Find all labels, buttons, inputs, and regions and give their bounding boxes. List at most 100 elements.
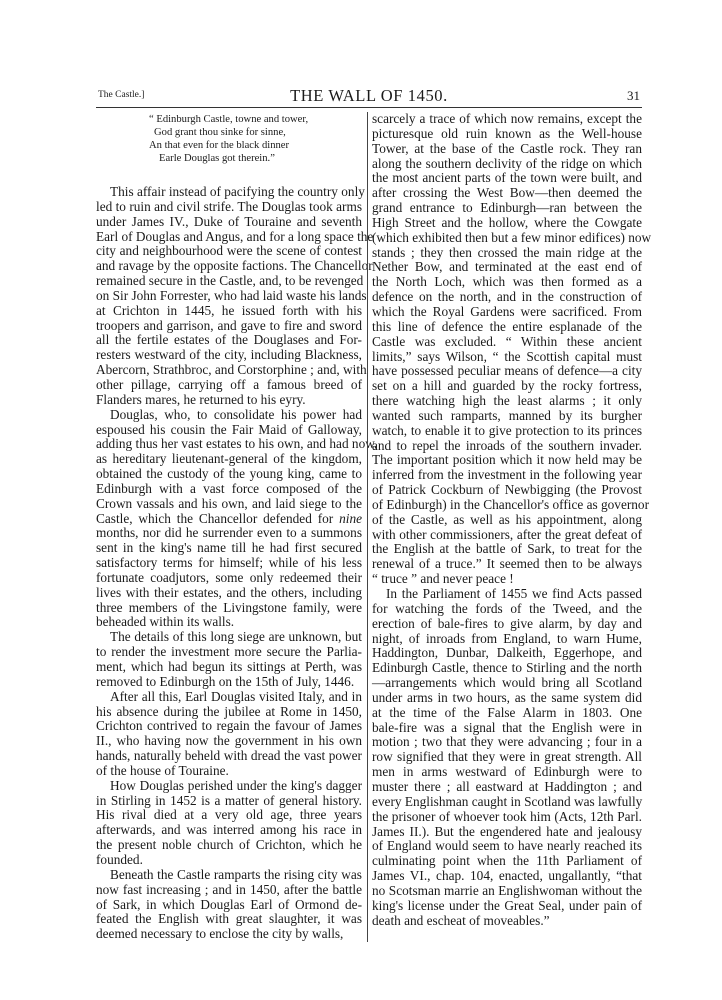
text-line: deemed necessary to enclose the city by … [96,926,344,942]
text-line: limits,” says Wilson, “ the Scottish cap… [372,348,642,364]
text-line: at the time of the False Alarm in 1803. … [372,704,642,720]
text-line: which the Royal Gardens were sacrificed.… [372,303,642,319]
verse-line: Earle Douglas got therein.” [159,153,275,164]
text-line: II., who having now the government in hi… [96,733,362,749]
text-line: Abercorn, Strathbroc, and Corstorphine ;… [96,362,367,378]
text-line: of Edinburgh) in the Chancellor's office… [372,496,650,512]
book-page: The Castle.] THE WALL OF 1450. 31 “ Edin… [96,86,651,942]
right-column: scarcely a trace of which now remains, e… [372,111,652,928]
text-line: as hereditary lieutenant-general of the … [96,451,362,467]
text-line: watch, to enable it to give protection t… [372,422,642,438]
paragraph: How Douglas perished under the king's da… [96,777,362,868]
text-line: culminating point when the 11th Parliame… [372,853,642,869]
text-line: The important position which it now held… [372,452,642,468]
text-line: bale-fire was a signal that the English … [372,719,642,735]
verse-line: God grant thou sinke for sinne, [154,127,286,138]
text-line: led to ruin and civil strife. The Dougla… [96,198,362,214]
text-line: night, of inroads from England, to warn … [372,630,642,646]
text-line: Tower, at the base of the Castle rock. T… [372,140,642,156]
text-line: adding thus her vast estates to his own,… [96,436,378,452]
text-line: of England would seem to have nearly rea… [372,838,642,854]
text-line: along the southern declivity of the ridg… [372,155,642,171]
text-line: resters westward of the city, including … [96,347,362,363]
text-line: satisfactory terms for himself; while of… [96,555,362,571]
verse-line: An that even for the black dinner [149,140,290,151]
verse-quotation: “ Edinburgh Castle, towne and tower, God… [96,112,362,165]
text-line: now fast increasing ; and in 1450, after… [96,881,362,897]
text-line: This affair instead of pacifying the cou… [110,184,365,199]
text-line: Castle, which the Chancellor defended fo… [96,510,362,526]
text-line: Edinburgh Castle, thence to Stirling and… [372,660,642,676]
text-line: —arrangements which would bring all Scot… [372,675,642,691]
text-line: How Douglas perished under the king's da… [110,777,362,793]
text-line: king's license under the Great Seal, und… [372,897,642,913]
text-line: there watching high the least alarms ; i… [372,393,642,409]
text-line: espoused his cousin the Fair Maid of Gal… [96,421,362,437]
text-line: The details of this long siege are unkno… [110,629,362,645]
text-line: this line of defence the entire esplanad… [372,318,642,334]
text-line: wanted such ramparts, manned by its burg… [372,407,642,423]
text-line: all the fertile estates of the Douglases… [96,332,362,348]
text-line: Crown vassals and his own, and laid sieg… [96,495,362,511]
text-line: lives with their estates, and the others… [96,584,362,600]
text-line: hands, naturally beheld with dread the v… [96,748,362,764]
text-line: obtained the custody of the young king, … [96,466,362,482]
text-line: three members of the Livingstone family,… [96,599,362,615]
text-line: of Patrick Cockburn of Newbigging (the P… [372,482,642,498]
text-line: the English at the battle of Sark, to tr… [372,541,642,557]
paragraph: This affair instead of pacifying the cou… [96,184,373,408]
text-line: inferred from the investment in the foll… [372,467,642,483]
column-divider [367,112,368,942]
italic-emphasis: nine [333,510,362,526]
text-line: Beneath the Castle ramparts the rising c… [110,866,362,882]
text-line: the present noble church of Crichton, wh… [96,837,362,853]
text-line: scarcely a trace of which now remains, e… [372,111,642,126]
running-head: The Castle.] THE WALL OF 1450. 31 [96,86,642,106]
text-line: ment, which had begun its sittings at Pe… [96,659,362,674]
text-line: sent in the king's name till he had firs… [96,540,362,556]
text-line: feated the English with great slaughter,… [96,911,362,927]
text-line: (which exhibited then but a few minor ed… [372,229,652,245]
text-line: every Englishman caught in Scotland was … [372,793,643,809]
text-line: James II.). But the engendered hate and … [372,823,642,839]
text-line: “ truce ” and never peace ! [372,571,514,587]
text-line: men in arms westward of Edinburgh were t… [372,764,642,780]
text-line: removed to Edinburgh on the 15th of July… [96,673,355,689]
page-title: THE WALL OF 1450. [290,86,448,105]
text-line: of Sark, in which Douglas Earl of Ormond… [96,896,362,912]
text-line: muster there ; all eastward at Haddingto… [372,778,642,794]
text-line: with other commissioners, after the grea… [372,526,642,542]
paragraph: After all this, Earl Douglas visited Ita… [96,688,362,779]
text-line: after crossing the West Bow—then deemed … [372,185,642,201]
text-line: picturesque old ruin known as the Well-h… [372,125,642,141]
text-line: Douglas, who, to consolidate his power h… [110,406,362,422]
text-line: to render the investment more secure the… [96,644,362,660]
text-line: of the house of Touraine. [96,762,229,778]
text-line: of the Castle, as well as his appointmen… [372,511,642,527]
text-line: under James IV., Duke of Touraine and se… [96,213,362,229]
header-rule [96,107,642,108]
right-paragraphs: scarcely a trace of which now remains, e… [372,111,652,928]
text-line: His rival died at a very old age, three … [96,807,362,823]
text-line: on Sir John Forrester, who had laid wast… [96,287,367,303]
text-line: renewal of a truce.” It seemed then to b… [372,556,642,572]
paragraph: The details of this long siege are unkno… [96,629,362,689]
text-line: beheaded within its walls. [96,614,235,630]
text-line: in Stirling in 1452 is a matter of gener… [96,792,362,808]
text-line: Castle was excluded. “ Within these anci… [372,333,642,349]
text-line: stands ; they then crossed the main ridg… [372,244,642,260]
paragraph: scarcely a trace of which now remains, e… [372,111,652,587]
text-line: for watching the fords of the Tweed, and… [372,600,642,616]
text-line: motion ; two that they were advancing ; … [372,734,642,750]
text-line: the most ancient parts of the town were … [372,170,642,186]
text-line: After all this, Earl Douglas visited Ita… [110,688,362,704]
text-line: erection of bale-fires to give alarm, by… [372,615,642,631]
text-line: In the Parliament of 1455 we find Acts p… [386,586,642,601]
text-line: his absence during the jubilee at Rome i… [96,703,362,719]
text-line: and to repel the inroads of the southern… [372,437,642,453]
text-line: Crichton contrived to regain the favour … [96,718,362,734]
text-line: other pillage, carrying off a famous bre… [96,376,362,392]
text-line: no Scotsman marrie an Englishwoman witho… [372,882,642,898]
text-line: the North Loch, which was then formed as… [372,274,642,290]
text-line: Nether Bow, and terminated at the east e… [372,259,642,275]
